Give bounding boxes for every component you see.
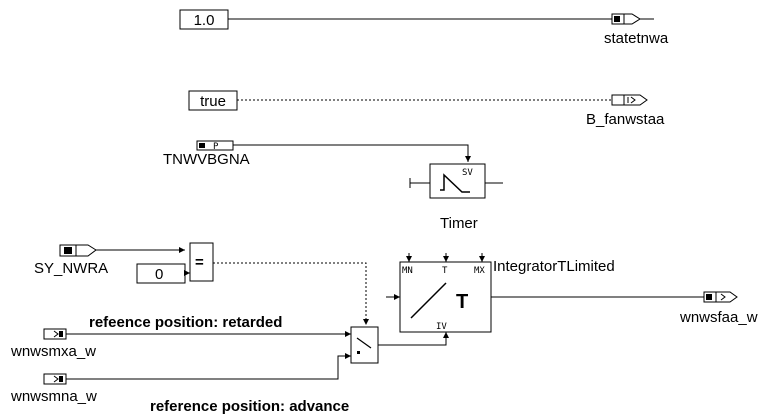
annotation-advance: reference position: advance <box>150 398 349 415</box>
switch-block[interactable] <box>350 326 379 364</box>
annotation-retarded: refeence position: retarded <box>89 314 282 331</box>
label-wnwsmna-w: wnwsmna_w <box>10 388 97 405</box>
integrator-block[interactable]: MN T MX IV T <box>399 261 492 333</box>
wire-switch-to-iv <box>378 332 449 346</box>
timer-label: Timer <box>440 215 478 232</box>
integrator-symbol: T <box>456 291 468 313</box>
input-port-wnwsmna-w[interactable] <box>43 373 67 385</box>
wire-tnwvbgna <box>233 144 471 162</box>
input-port-sy-nwra[interactable] <box>59 244 97 257</box>
wire-equality-to-switch <box>213 262 369 325</box>
constant-zero-value: 0 <box>155 266 163 283</box>
constant-true-block[interactable]: true <box>188 90 238 111</box>
label-wnwsmxa-w: wnwsmxa_w <box>10 343 96 360</box>
timer-port-sv: SV <box>462 168 473 178</box>
constant-state-block[interactable]: 1.0 <box>179 9 229 30</box>
constant-true-value: true <box>200 93 226 110</box>
label-b-fanwstaa: B_fanwstaa <box>586 111 665 128</box>
integrator-port-mx: MX <box>474 266 485 276</box>
input-port-wnwsmxa-w[interactable] <box>43 328 67 340</box>
constant-state-value: 1.0 <box>194 12 215 29</box>
timer-ramp-icon <box>440 173 470 193</box>
param-marker-icon: P <box>213 142 219 152</box>
integrator-port-mn: MN <box>402 266 413 276</box>
integrator-port-t: T <box>442 266 448 276</box>
label-tnwvbgna: TNWVBGNA <box>163 151 250 168</box>
equality-block[interactable]: = <box>189 242 214 282</box>
output-port-b-fanwstaa[interactable] <box>611 94 648 106</box>
integrator-port-iv: IV <box>436 322 447 332</box>
wire-wnwsmna-w <box>66 353 351 380</box>
label-statetnwa: statetnwa <box>604 30 669 47</box>
output-port-statetnwa[interactable] <box>611 13 654 25</box>
timer-block[interactable]: SV <box>429 163 486 199</box>
label-sy-nwra: SY_NWRA <box>34 260 108 277</box>
output-port-wnwsfaa-w[interactable] <box>703 291 738 303</box>
label-wnwsfaa-w: wnwsfaa_w <box>679 309 758 326</box>
integrator-ramp-icon <box>410 282 447 319</box>
switch-icon <box>356 337 372 349</box>
constant-zero-block[interactable]: 0 <box>136 263 186 284</box>
equality-symbol: = <box>195 254 204 271</box>
integrator-label: IntegratorTLimited <box>493 258 615 275</box>
